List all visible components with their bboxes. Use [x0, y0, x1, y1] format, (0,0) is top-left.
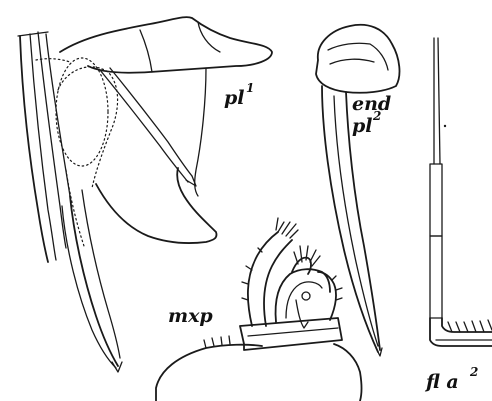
pleopod1-flap-fold-2	[198, 22, 220, 52]
maxilliped-base-right	[334, 344, 362, 401]
flagellum-segment-lower	[430, 236, 442, 318]
maxilliped-palp-left-spines	[242, 248, 262, 300]
flagellum-dot	[444, 125, 446, 127]
maxilliped-palp-mid	[276, 269, 330, 322]
pleopod1-stalk-top	[18, 32, 48, 36]
pleopod1-lower-wing	[96, 168, 217, 243]
pleopod1-upper-flap	[60, 17, 272, 73]
label-pl1: pl	[224, 87, 245, 109]
maxilliped-base	[156, 345, 262, 401]
label-end: end	[352, 93, 391, 115]
pleopod1-stalk-outer	[20, 36, 48, 262]
label-pl2-superscript: 2	[372, 109, 381, 123]
second-pleopod-endopod-drawing	[316, 25, 399, 356]
pleopod1-dotted-oval	[56, 58, 108, 166]
flagellum-setae	[448, 320, 492, 332]
pleopod1-dotted-lobe	[58, 67, 118, 188]
label-fl-a2-superscript: 2	[469, 365, 478, 379]
maxilliped-internal-hook	[296, 300, 308, 328]
label-fl-a2: fl a	[424, 371, 459, 393]
pleopod1-vertical-process	[195, 68, 206, 196]
label-mxp: mxp	[168, 305, 213, 327]
endopod-head-inner-2	[330, 59, 374, 64]
label-pl2: pl	[352, 115, 373, 137]
pleopod1-lower-branch-outer	[70, 196, 118, 366]
maxilliped-block-inner	[248, 328, 338, 336]
first-pleopod-drawing	[18, 17, 272, 372]
maxilliped-palp-left-tip	[276, 218, 298, 238]
label-pl1-superscript: 1	[246, 81, 254, 95]
maxilliped-palp-left-2	[264, 240, 292, 326]
pleopod1-flap-fold	[140, 30, 152, 72]
maxilliped-endite-setae	[294, 246, 320, 266]
antenna-flagellum-drawing	[430, 38, 492, 346]
maxilliped-internal-knob	[302, 292, 310, 300]
maxilliped-palp-right-spines	[332, 276, 342, 300]
flagellum-segment-upper	[430, 164, 442, 236]
pleopod1-lower-branch-inner	[82, 190, 120, 358]
endopod-head-inner	[328, 43, 388, 70]
pleopod1-stalk-inner-b	[38, 32, 66, 248]
pleopod1-rod-2	[110, 68, 192, 176]
flagellum-filament-right	[438, 38, 440, 164]
maxilliped-palp-left	[248, 232, 278, 326]
